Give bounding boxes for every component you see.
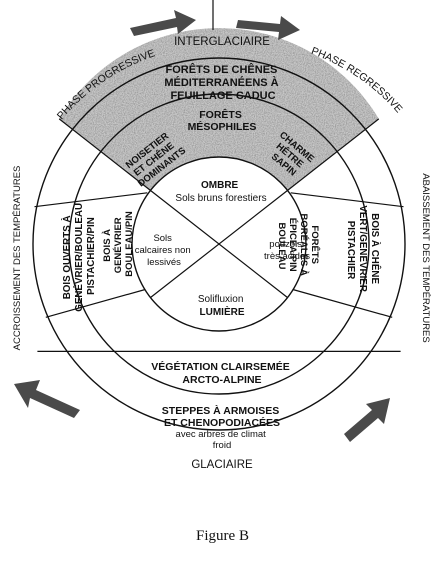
calcareous-soils-label: Sols calcaires non lessivés: [135, 233, 194, 268]
arrow-top-right-icon: [236, 16, 300, 40]
steppe-label: STEPPES À ARMOISES ET CHENOPODIACÉES: [162, 404, 282, 429]
solifluxion-light-label: Solifluxion LUMIÈRE: [198, 294, 246, 318]
interglacial-label: INTERGLACIAIRE: [174, 36, 270, 48]
evergreen-oak-wood-label: BOIS À CHÊNE VERT/GENÉVRIER PISTACHIER: [345, 205, 381, 294]
arrow-top-left-icon: [130, 10, 196, 36]
podzols-label: podzols très acides: [264, 239, 310, 262]
mediterranean-oak-forest-label: FORÊTS DE CHÊNES MÉDITERRANÉENS À FEUILL…: [164, 63, 281, 102]
outer-circle: [32, 57, 406, 431]
arrow-bottom-left-icon: [14, 380, 80, 418]
middle-circle: [68, 93, 370, 395]
inner-circle: [131, 156, 307, 332]
glacial-label: GLACIAIRE: [191, 459, 253, 471]
boreal-forest-label: FORÊTS BORÉALES À ÉPICÉA/PIN BOULEAU: [276, 214, 321, 279]
juniper-birch-wood-label: BOIS À GENÉVRIER BOULEAU/PIN: [102, 211, 135, 277]
steppe-sub-label: avec arbres de climat froid: [176, 429, 269, 451]
mesophile-forest-label: FORÊTS MÉSOPHILES: [188, 108, 257, 133]
shade-soils-label: OMBRE Sols bruns forestiers: [175, 180, 266, 204]
sector-dividers: [34, 0, 404, 352]
arcto-alpine-vegetation-label: VÉGÉTATION CLAIRSEMÉE ARCTO-ALPINE: [151, 360, 292, 386]
temperature-rise-label: ACCROISSEMENT DES TEMPÉRATURES: [12, 166, 23, 351]
temperature-fall-label: ABAISSEMENT DES TEMPÉRATURES: [420, 173, 431, 342]
arrow-bottom-right-icon: [344, 398, 390, 442]
figure-caption: Figure B: [196, 528, 249, 544]
open-woodland-label: BOIS OUVERTS À GENÉVRIER/BOULEAU PISTACH…: [61, 200, 97, 312]
